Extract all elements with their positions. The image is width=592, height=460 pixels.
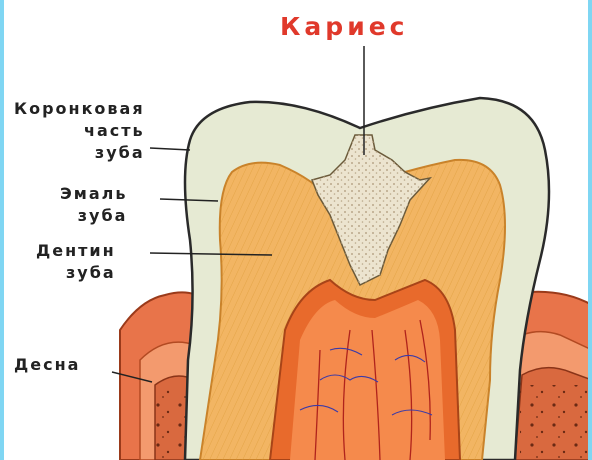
label-dentin-line-2: зуба (36, 262, 116, 284)
label-gum: Десна (14, 354, 80, 376)
label-enamel-line-2: зуба (60, 205, 127, 227)
left-edge-strip (0, 0, 4, 460)
label-crown-line-3: зуба (14, 142, 145, 164)
label-enamel-line-1: Эмаль (60, 183, 127, 205)
label-crown: Коронковая часть зуба (14, 98, 145, 164)
label-dentin-line-1: Дентин (36, 240, 116, 262)
caries-title: Кариес (280, 12, 409, 41)
label-enamel: Эмаль зуба (60, 183, 127, 227)
label-crown-line-2: часть (14, 120, 145, 142)
label-dentin: Дентин зуба (36, 240, 116, 284)
right-edge-strip (588, 0, 592, 460)
pulp-shape (270, 280, 460, 460)
label-crown-line-1: Коронковая (14, 98, 145, 120)
